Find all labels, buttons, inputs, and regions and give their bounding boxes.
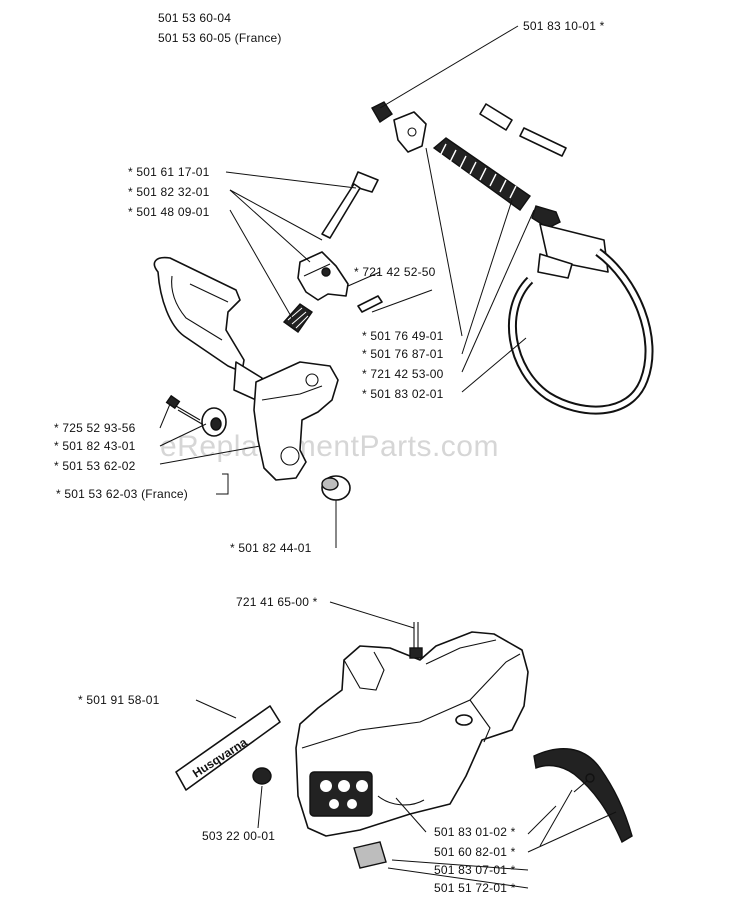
label-725529356: * 725 52 93-56 bbox=[54, 421, 136, 435]
label-header-2: 501 53 60-05 (France) bbox=[158, 31, 282, 45]
small-screw bbox=[573, 773, 595, 793]
plate-501517201 bbox=[353, 841, 387, 869]
label-721416500: 721 41 65-00 * bbox=[236, 595, 318, 609]
brake-top-fittings bbox=[371, 101, 567, 157]
label-501536202: * 501 53 62-02 bbox=[54, 459, 136, 473]
label-header-1: 501 53 60-04 bbox=[158, 11, 231, 25]
label-501611701: * 501 61 17-01 bbox=[128, 165, 210, 179]
screw-725529356 bbox=[165, 394, 203, 425]
label-501608201: 501 60 82-01 * bbox=[434, 845, 516, 859]
small-spring bbox=[282, 303, 313, 333]
label-501768701: * 501 76 87-01 bbox=[362, 347, 444, 361]
label-501830102: 501 83 01-02 * bbox=[434, 825, 516, 839]
pin-721425250 bbox=[357, 295, 383, 313]
label-501831001: 501 83 10-01 * bbox=[523, 19, 605, 33]
bolt-501824401 bbox=[321, 475, 351, 501]
washer-501824301 bbox=[201, 407, 227, 437]
leader-lines bbox=[159, 25, 617, 889]
label-721425300: * 721 42 53-00 bbox=[362, 367, 444, 381]
chain-catcher bbox=[533, 748, 633, 844]
label-501517201: 501 51 72-01 * bbox=[434, 881, 516, 895]
brake-spring bbox=[432, 137, 531, 211]
label-501536203: * 501 53 62-03 (France) bbox=[56, 487, 188, 501]
stud-721416500 bbox=[409, 622, 423, 659]
brake-knob-rod bbox=[321, 171, 379, 239]
label-501764901: * 501 76 49-01 bbox=[362, 329, 444, 343]
label-501915801: * 501 91 58-01 bbox=[78, 693, 160, 707]
label-501830701: 501 83 07-01 * bbox=[434, 863, 516, 877]
nut-503220001 bbox=[252, 767, 272, 785]
hand-guard bbox=[153, 256, 263, 401]
label-501830201: * 501 83 02-01 bbox=[362, 387, 444, 401]
clutch-cover bbox=[295, 631, 529, 837]
part-number-labels: 501 53 60-04 501 53 60-05 (France) 501 8… bbox=[54, 11, 605, 895]
label-721425250: * 721 42 52-50 bbox=[354, 265, 436, 279]
label-501823201: * 501 82 32-01 bbox=[128, 185, 210, 199]
label-501824401: * 501 82 44-01 bbox=[230, 541, 312, 555]
brake-lever-plate bbox=[253, 361, 339, 481]
brake-lever bbox=[297, 251, 349, 301]
brake-band bbox=[507, 205, 654, 415]
label-501480901: * 501 48 09-01 bbox=[128, 205, 210, 219]
label-501824301: * 501 82 43-01 bbox=[54, 439, 136, 453]
label-503220001: 503 22 00-01 bbox=[202, 829, 275, 843]
